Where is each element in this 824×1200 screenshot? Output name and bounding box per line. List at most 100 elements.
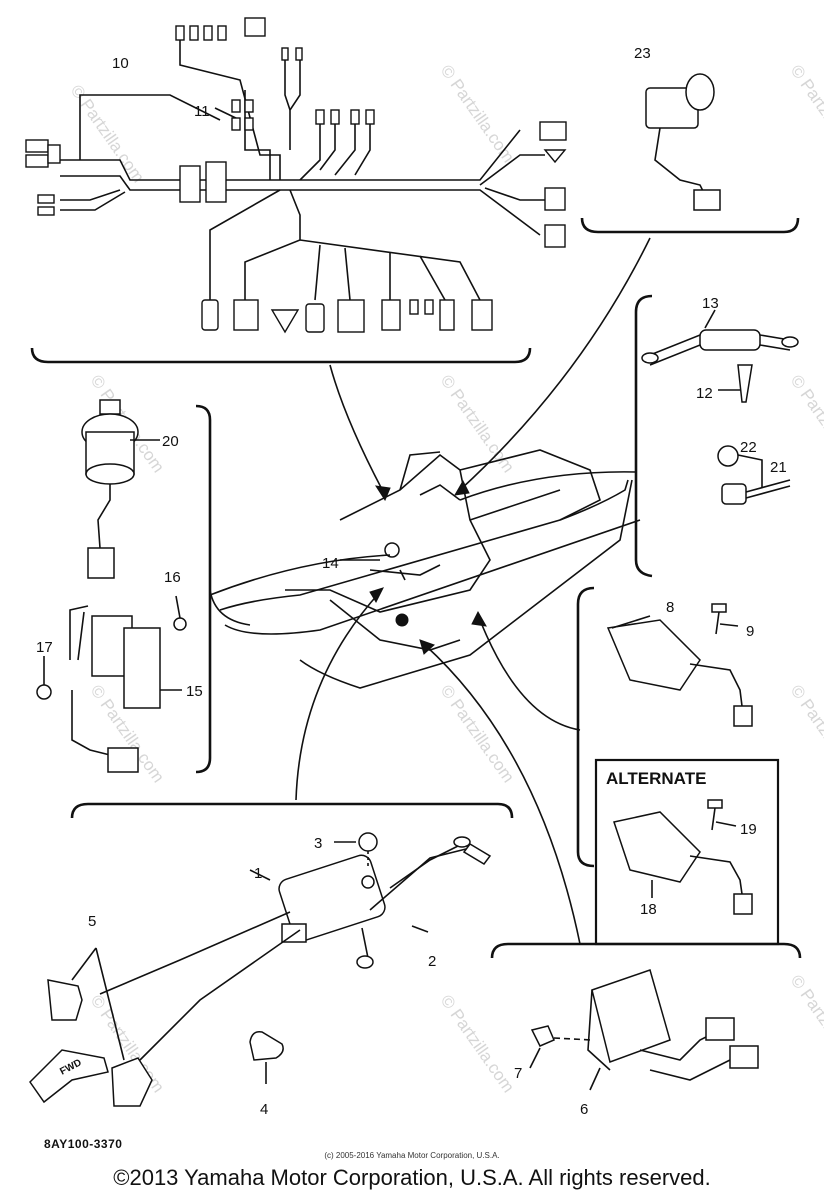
regulator-18 [613,811,701,883]
connector [281,47,289,61]
regulator-connector [733,705,753,727]
watermark: © Partzilla.com [437,991,518,1096]
connector [544,224,566,248]
connector [175,25,185,41]
wire-14 [399,569,406,581]
clamp-12 [737,364,753,403]
callout-8: 8 [666,599,674,616]
connector [233,299,259,331]
forward-arrow [29,1049,109,1104]
wire-14 [369,564,441,576]
callout-13: 13 [702,295,719,312]
plug-cap-5 [111,1057,153,1107]
connector [295,47,303,61]
callout-5: 5 [88,913,96,930]
relay-connector [107,747,139,773]
relay-wire [71,690,111,756]
relay-wire [69,605,89,661]
callout-19: 19 [740,821,757,838]
alternate-label: ALTERNATE [606,769,706,788]
callout-6: 6 [580,1101,588,1118]
callout-20: 20 [162,433,179,450]
connector [231,99,241,113]
leader-line [715,821,737,827]
callout-3: 3 [314,835,322,852]
ring-terminal [356,955,374,969]
connector [471,299,493,331]
arrow-line [424,644,581,945]
connector [25,154,49,168]
arrow-line [209,554,391,596]
bracket-cdi [490,942,802,959]
pointer-arrows [209,237,651,945]
bolt-19 [707,799,723,809]
key [99,399,121,415]
cdi-group [529,969,759,1091]
callout-23: 23 [634,45,651,62]
watermark: © Partzilla.com [787,971,824,1076]
snowmobile [209,449,641,689]
terminal [641,352,659,364]
harness-branch [299,120,321,181]
windshield [399,451,441,491]
callout-10: 10 [112,55,129,72]
leader-line [737,454,763,488]
arrow-line [329,364,386,496]
regulator-8 [606,619,701,691]
harness-branch [244,189,301,300]
regulator-wire [689,855,743,895]
harness-branch [284,60,291,111]
connector [350,109,360,125]
connector [189,25,199,41]
leader-line [175,595,181,619]
ground-wire-2 [369,847,471,911]
leader-line [249,869,271,881]
connector [439,299,455,331]
connector [201,299,219,331]
cdi-connector [729,1045,759,1069]
watermark: © Partzilla.com [437,61,518,166]
watermark: © Partzilla.com [787,61,824,166]
callout-4: 4 [260,1101,268,1118]
group-brackets [30,217,802,959]
hv-lead [139,929,301,1061]
connector [409,299,419,315]
small-copyright: (c) 2005-2016 Yamaha Motor Corporation, … [324,1151,500,1160]
leader-line [589,1067,601,1091]
harness-branch [299,239,481,301]
diagram-code: 8AY100-3370 [44,1137,123,1151]
callout-14: 14 [322,555,339,572]
terminal [781,336,799,348]
connector [544,187,566,211]
bracket-rectifier [576,586,595,868]
connector [365,109,375,125]
harness-branch [314,244,321,301]
harness-branch [344,247,351,301]
connector [231,117,241,131]
leader-line [704,309,716,329]
leader-line [71,947,125,1061]
switch-knob [685,73,715,111]
connector [217,25,227,41]
switch-wire [97,484,111,549]
callout-9: 9 [746,623,754,640]
bracket-switch-23 [580,217,800,234]
switch-body-20 [85,463,135,485]
watermark: © Partzilla.com [787,681,824,786]
callout-16: 16 [164,569,181,586]
hood-outline [285,453,491,613]
copyright-notice: ©2013 Yamaha Motor Corporation, U.S.A. A… [113,1165,711,1190]
harness-branch [354,120,371,176]
watermark: © Partzilla.com [67,81,148,186]
parts-21-22 [717,445,791,505]
alternate-rectifier-group [613,799,753,915]
callout-11: 11 [194,103,210,120]
alternate-box: ALTERNATE [594,758,780,946]
relay-15 [123,627,161,709]
harness-branch [60,189,121,201]
connector [305,303,325,333]
nut-17 [36,684,52,700]
main-switch-group [36,399,187,773]
cdi-wire [649,1059,731,1081]
